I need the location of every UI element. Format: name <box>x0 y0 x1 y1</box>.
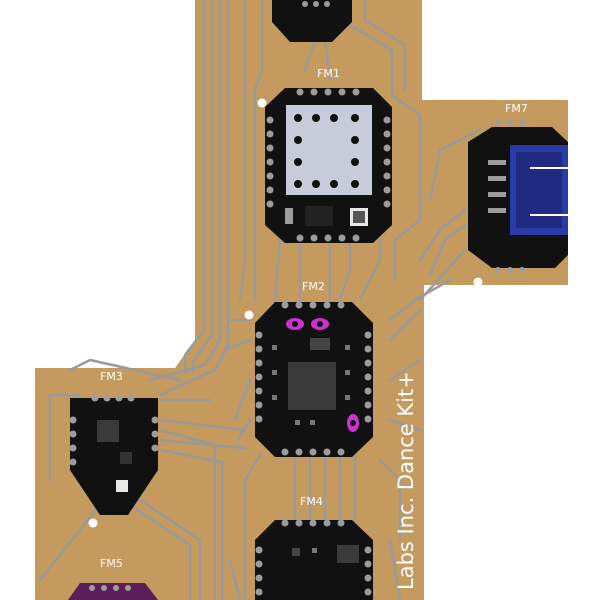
fm1-label: FM1 <box>317 67 340 80</box>
fm4-label: FM4 <box>300 495 323 508</box>
fm5-label: FM5 <box>100 557 123 570</box>
fm2-label: FM2 <box>302 280 325 293</box>
fm4-chip <box>337 545 359 563</box>
fm3-body <box>70 398 158 515</box>
module-fm1: FM1 <box>265 67 392 243</box>
trace-layer <box>38 0 482 600</box>
mounting-hole <box>257 98 267 108</box>
module-top <box>272 0 352 42</box>
fm1-pads <box>266 88 391 242</box>
fm1-shield-holes <box>294 114 359 188</box>
module-fm7: FM7 <box>468 102 568 273</box>
fm2-mcu-chip <box>288 362 336 410</box>
fm3-sensor-window <box>116 480 128 492</box>
mounting-hole <box>244 310 254 320</box>
mounting-hole <box>88 518 98 528</box>
brand-silkscreen: Labs Inc. Dance Kit+ <box>394 371 418 590</box>
module-fm3: FM3 <box>69 370 159 515</box>
module-fm2: FM2 <box>255 280 373 457</box>
fm4-body <box>255 520 373 600</box>
fm5-body <box>68 583 158 600</box>
module-fm5: FM5 <box>68 557 158 600</box>
fm3-chip <box>97 420 119 442</box>
mounting-hole <box>473 277 483 287</box>
fm7-label: FM7 <box>505 102 528 115</box>
module-fm4: FM4 <box>255 495 373 600</box>
fm3-label: FM3 <box>100 370 123 383</box>
board-substrate <box>35 0 568 600</box>
fm2-pads <box>255 301 372 456</box>
fm1-crystal <box>285 208 293 224</box>
